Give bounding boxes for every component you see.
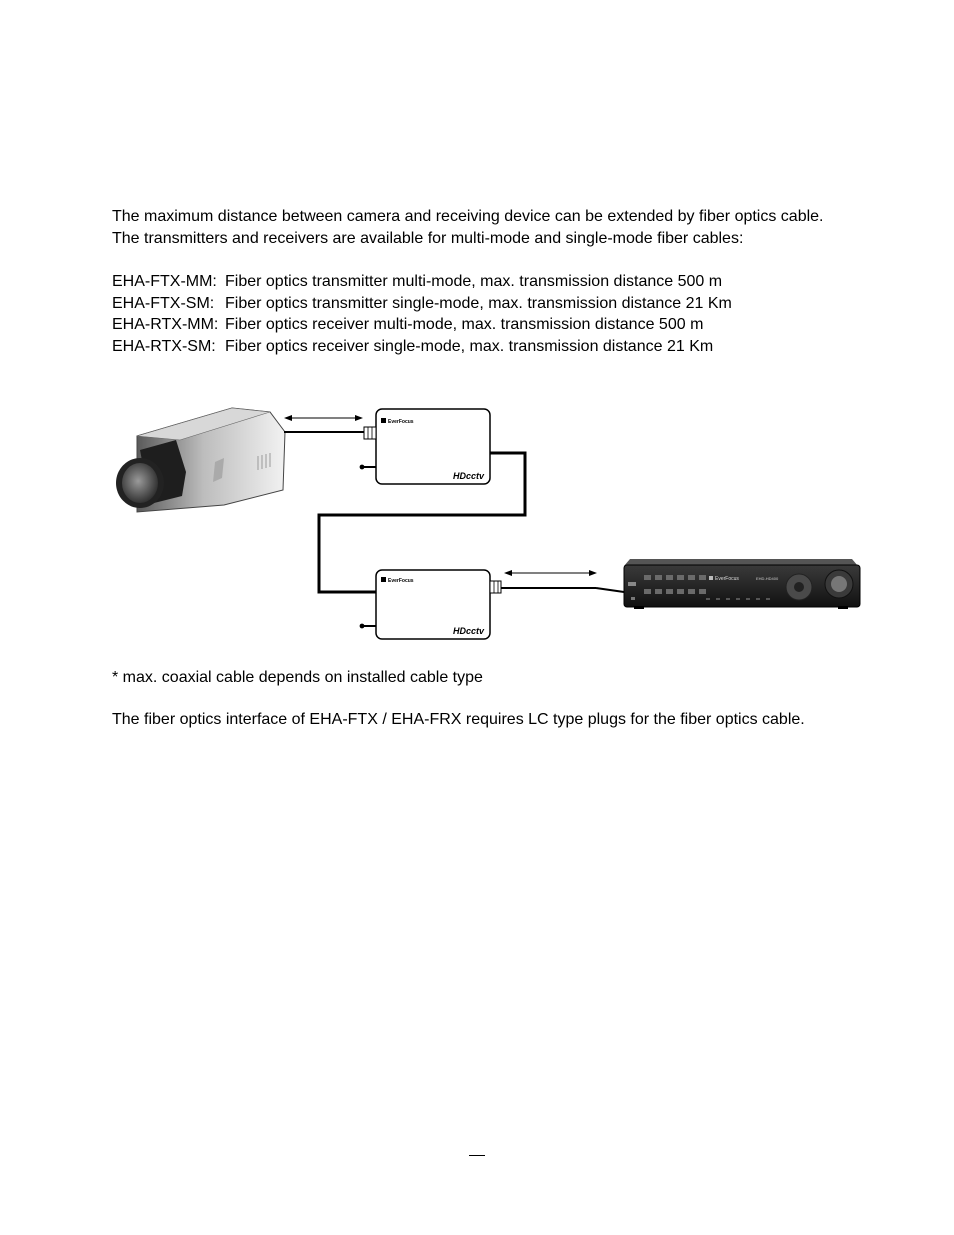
page-number-mark	[469, 1155, 485, 1156]
model-code: EHA-RTX-MM:	[112, 316, 219, 334]
brand-label: EverFocus	[388, 578, 414, 584]
model-description: Fiber optics receiver single-mode, max. …	[225, 338, 714, 356]
transmitter-unit: EverFocus HDcctv	[359, 408, 491, 485]
arrowhead-icon	[355, 415, 363, 421]
camera-icon	[116, 407, 286, 513]
fiber-plug-note: The fiber optics interface of EHA-FTX / …	[112, 711, 805, 728]
fiber-connection-diagram: EverFocus HDcctv EverFocus HDcctv	[116, 407, 861, 640]
model-code: EHA-RTX-SM:	[112, 338, 216, 356]
model-description: Fiber optics receiver multi-mode, max. t…	[225, 316, 704, 334]
intro-line-1: The maximum distance between camera and …	[112, 208, 824, 225]
footnote: * max. coaxial cable depends on installe…	[112, 669, 483, 686]
dvr-icon: EverFocus EHD-HD400	[623, 559, 861, 609]
dvr-model-label: EHD-HD400	[756, 576, 779, 581]
model-code: EHA-FTX-SM:	[112, 294, 215, 312]
arrowhead-icon	[589, 570, 597, 576]
model-row: EHA-FTX-MM: Fiber optics transmitter mul…	[112, 271, 732, 293]
brand-label: EverFocus	[715, 576, 739, 582]
model-row: EHA-RTX-MM: Fiber optics receiver multi-…	[112, 314, 732, 336]
model-code: EHA-FTX-MM:	[112, 273, 217, 290]
arrowhead-icon	[504, 570, 512, 576]
model-row: EHA-RTX-SM: Fiber optics receiver single…	[112, 336, 732, 358]
fiber-cable-line	[317, 451, 527, 594]
brand-label: EverFocus	[388, 419, 414, 425]
model-description: Fiber optics transmitter single-mode, ma…	[225, 294, 732, 312]
model-list: EHA-FTX-MM: Fiber optics transmitter mul…	[112, 271, 732, 358]
coax-cable-line	[595, 587, 625, 593]
intro-paragraph: The maximum distance between camera and …	[112, 206, 824, 250]
intro-line-2: The transmitters and receivers are avail…	[112, 230, 744, 247]
hdcctv-logo: HDcctv	[453, 471, 485, 481]
hdcctv-logo: HDcctv	[453, 626, 485, 636]
receiver-unit: EverFocus HDcctv	[359, 569, 502, 640]
model-description: Fiber optics transmitter multi-mode, max…	[225, 273, 723, 290]
model-row: EHA-FTX-SM: Fiber optics transmitter sin…	[112, 293, 732, 315]
arrowhead-icon	[284, 415, 292, 421]
